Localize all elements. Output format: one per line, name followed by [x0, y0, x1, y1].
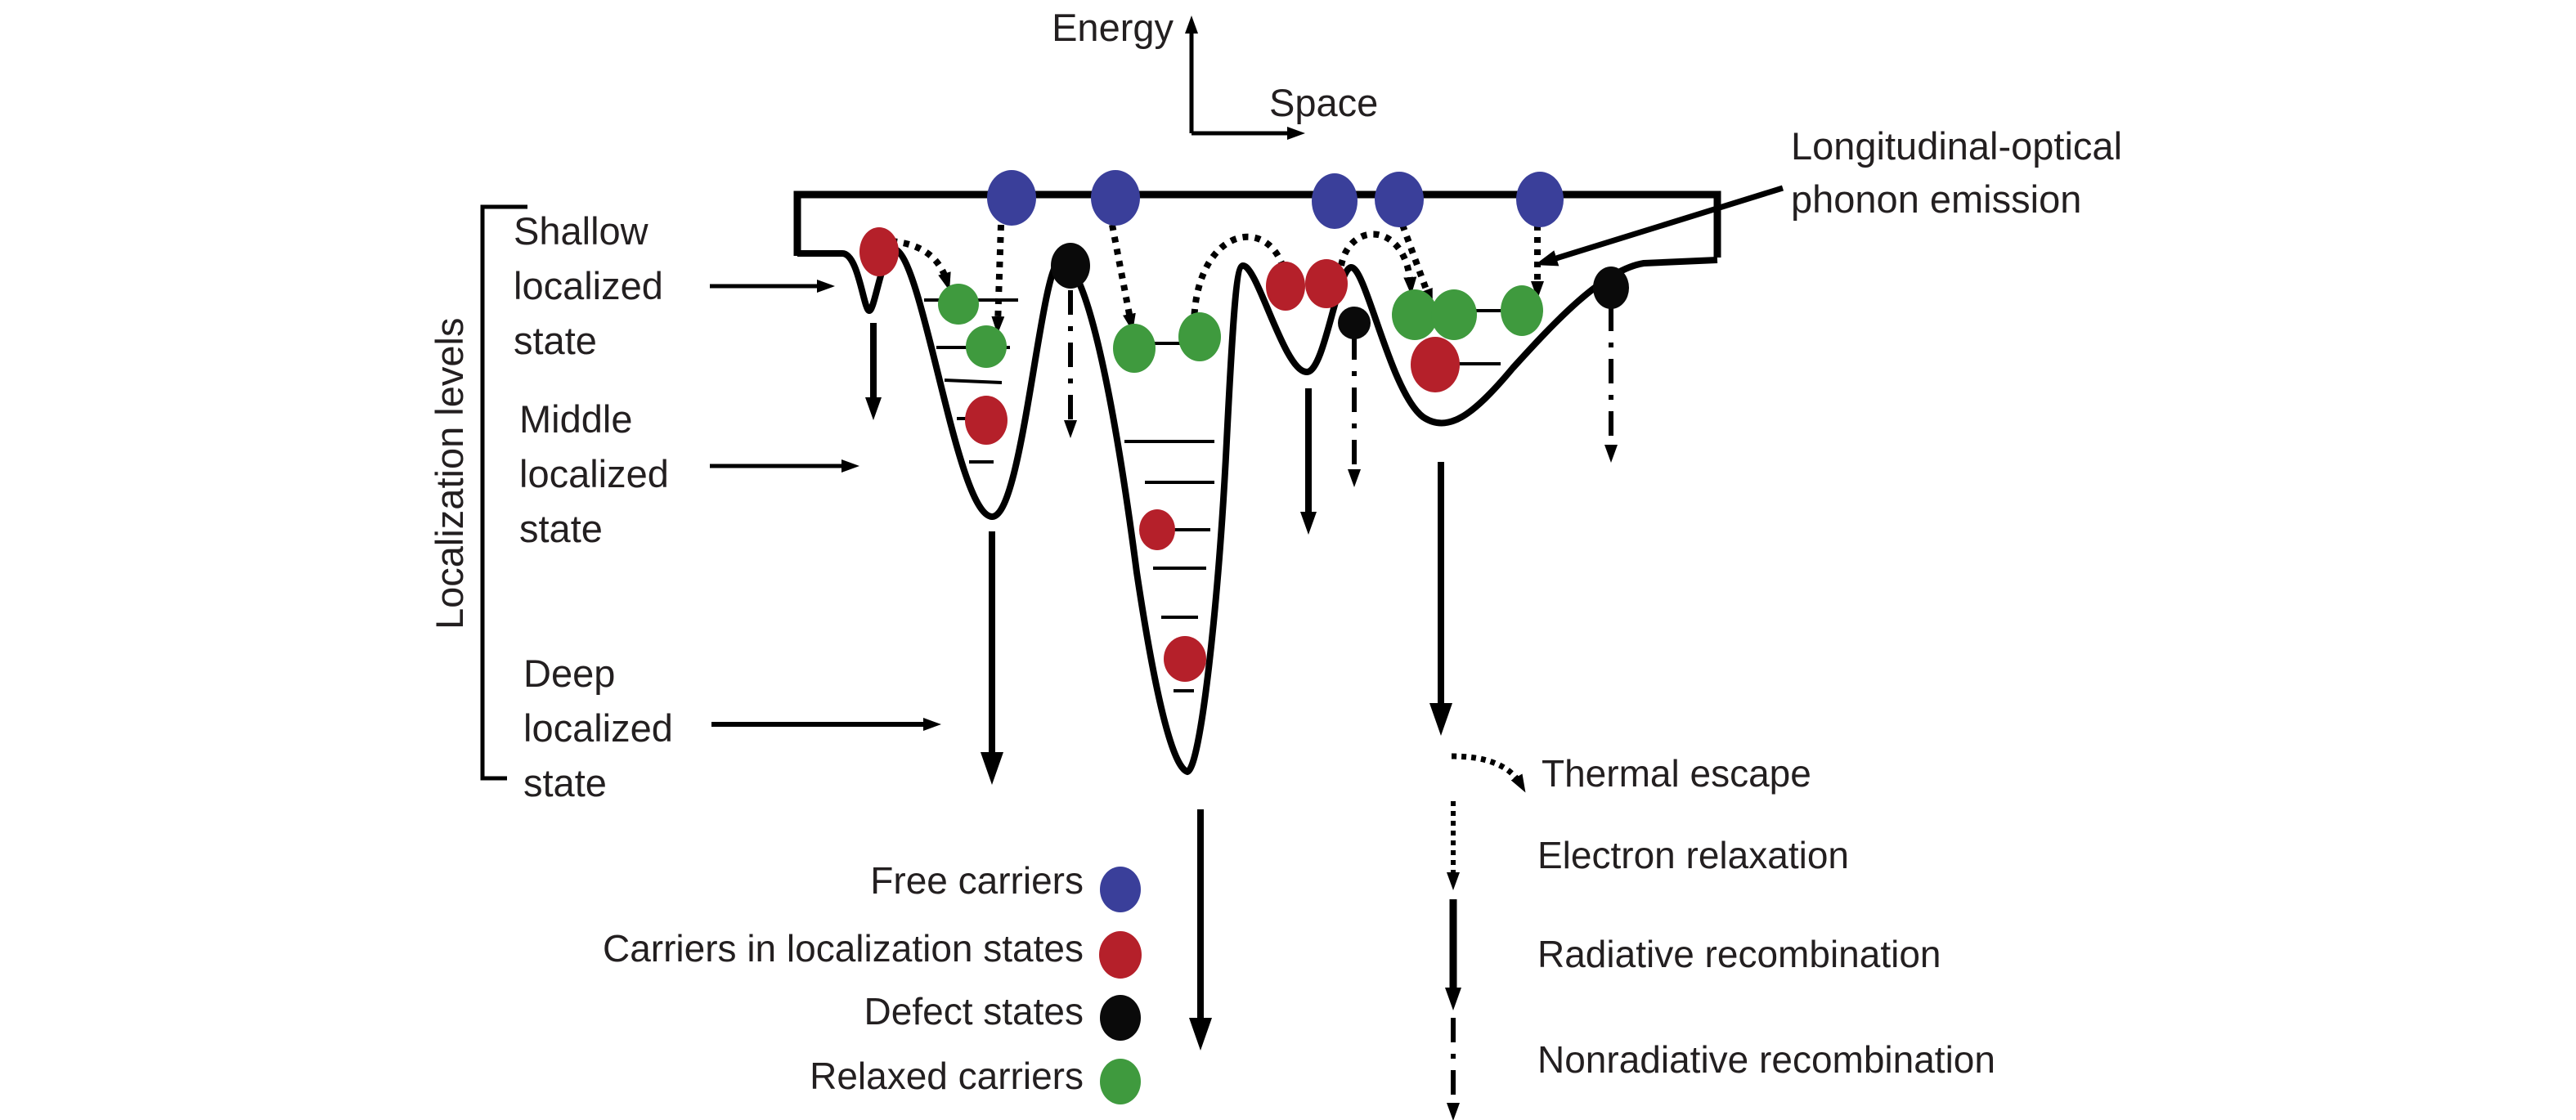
svg-text:Longitudinal-optical: Longitudinal-optical: [1791, 124, 2122, 168]
phonon-emission-arrow: [1534, 185, 1784, 267]
free-carriers-swatch: [1100, 867, 1141, 912]
defect-state-dot: [1051, 243, 1090, 289]
localized-carrier-dot: [1305, 259, 1348, 308]
free-carrier-dot: [1312, 173, 1358, 229]
localized-carrier-dot: [965, 396, 1008, 445]
band-profile: [793, 190, 1721, 776]
svg-text:phonon emission: phonon emission: [1791, 177, 2081, 221]
free-carrier-dot: [1516, 172, 1564, 227]
potential-landscape: [797, 246, 1718, 776]
defect-states-swatch: [1100, 995, 1141, 1041]
band-edge: [793, 190, 1721, 258]
relaxed-carrier-dot: [1392, 289, 1438, 340]
legend-relaxed-carriers: Relaxed carriers: [810, 1055, 1141, 1104]
space-label: Space: [1269, 81, 1378, 124]
legend-electron-relaxation: Electron relaxation: [1447, 801, 1849, 890]
localized-carriers: [859, 227, 1460, 682]
level-label-middle: Middle localized state: [519, 397, 669, 550]
free-carrier-dot: [1091, 170, 1140, 226]
thermal-escape-arrows: [891, 231, 1417, 328]
svg-text:Thermal escape: Thermal escape: [1542, 752, 1811, 795]
svg-text:Deep: Deep: [523, 652, 615, 695]
bracket-line: [480, 204, 527, 781]
legend-defect-states: Defect states: [864, 990, 1141, 1041]
svg-text:state: state: [519, 507, 603, 550]
relaxed-carrier-dot: [938, 284, 979, 325]
svg-text:Radiative recombination: Radiative recombination: [1537, 933, 1941, 975]
nonradiative-arrows: [1064, 290, 1618, 487]
localized-carrier-dot: [1139, 509, 1175, 550]
defect-state-dot: [1593, 267, 1629, 309]
level-label-deep: Deep localized state: [523, 652, 673, 804]
relaxed-carriers-swatch: [1100, 1059, 1141, 1104]
svg-text:Free carriers: Free carriers: [870, 859, 1084, 902]
energy-label: Energy: [1052, 6, 1174, 49]
localized-carrier-dot: [1164, 636, 1206, 682]
svg-text:Shallow: Shallow: [514, 209, 649, 253]
legend-nonradiative-recombination: Nonradiative recombination: [1447, 1018, 1995, 1120]
relaxation-arrows: [991, 223, 1544, 334]
svg-text:state: state: [523, 761, 607, 804]
relaxed-carriers: [938, 284, 1543, 373]
svg-text:localized: localized: [514, 264, 663, 307]
localization-bracket: Localization levels: [428, 204, 527, 781]
free-carrier-dot: [1375, 172, 1424, 227]
svg-text:Middle: Middle: [519, 397, 632, 441]
free-carriers: [987, 170, 1564, 229]
defect-states: [1051, 243, 1629, 339]
defect-state-dot: [1338, 307, 1371, 339]
svg-text:Electron relaxation: Electron relaxation: [1537, 834, 1849, 876]
localized-carrier-dot: [1411, 337, 1460, 392]
svg-text:localized: localized: [519, 452, 669, 495]
radiative-arrows: [865, 323, 1452, 1051]
localized-carriers-swatch: [1099, 931, 1142, 979]
legend-localized-carriers: Carriers in localization states: [603, 927, 1142, 979]
localized-carrier-dot: [859, 227, 899, 276]
legend-free-carriers: Free carriers: [870, 859, 1141, 912]
thermal-escape-icon: [1451, 753, 1526, 793]
energy-space-axes: Energy Space: [1052, 6, 1378, 140]
relaxed-carrier-dot: [1431, 289, 1477, 340]
legend-radiative-recombination: Radiative recombination: [1445, 899, 1941, 1010]
svg-text:Relaxed carriers: Relaxed carriers: [810, 1055, 1084, 1097]
free-carrier-dot: [987, 170, 1036, 226]
localized-carrier-dot: [1266, 262, 1305, 311]
relaxed-carrier-dot: [966, 325, 1007, 368]
svg-text:Carriers in localization state: Carriers in localization states: [603, 927, 1084, 970]
localization-levels-label: Localization levels: [428, 318, 471, 629]
relaxed-carrier-dot: [1501, 285, 1543, 336]
legend-thermal-escape: Thermal escape: [1451, 752, 1811, 795]
svg-text:localized: localized: [523, 706, 673, 750]
carrier-legend: Free carriers Carriers in localization s…: [603, 859, 1142, 1104]
phonon-label: Longitudinal-optical phonon emission: [1791, 124, 2122, 221]
relaxed-carrier-dot: [1113, 324, 1156, 373]
process-legend: Thermal escape Electron relaxation Radia…: [1445, 752, 1995, 1120]
level-label-shallow: Shallow localized state: [514, 209, 663, 362]
svg-text:Nonradiative recombination: Nonradiative recombination: [1537, 1038, 1995, 1081]
svg-text:Defect states: Defect states: [864, 990, 1084, 1033]
relaxed-carrier-dot: [1178, 312, 1221, 361]
svg-text:state: state: [514, 319, 597, 362]
